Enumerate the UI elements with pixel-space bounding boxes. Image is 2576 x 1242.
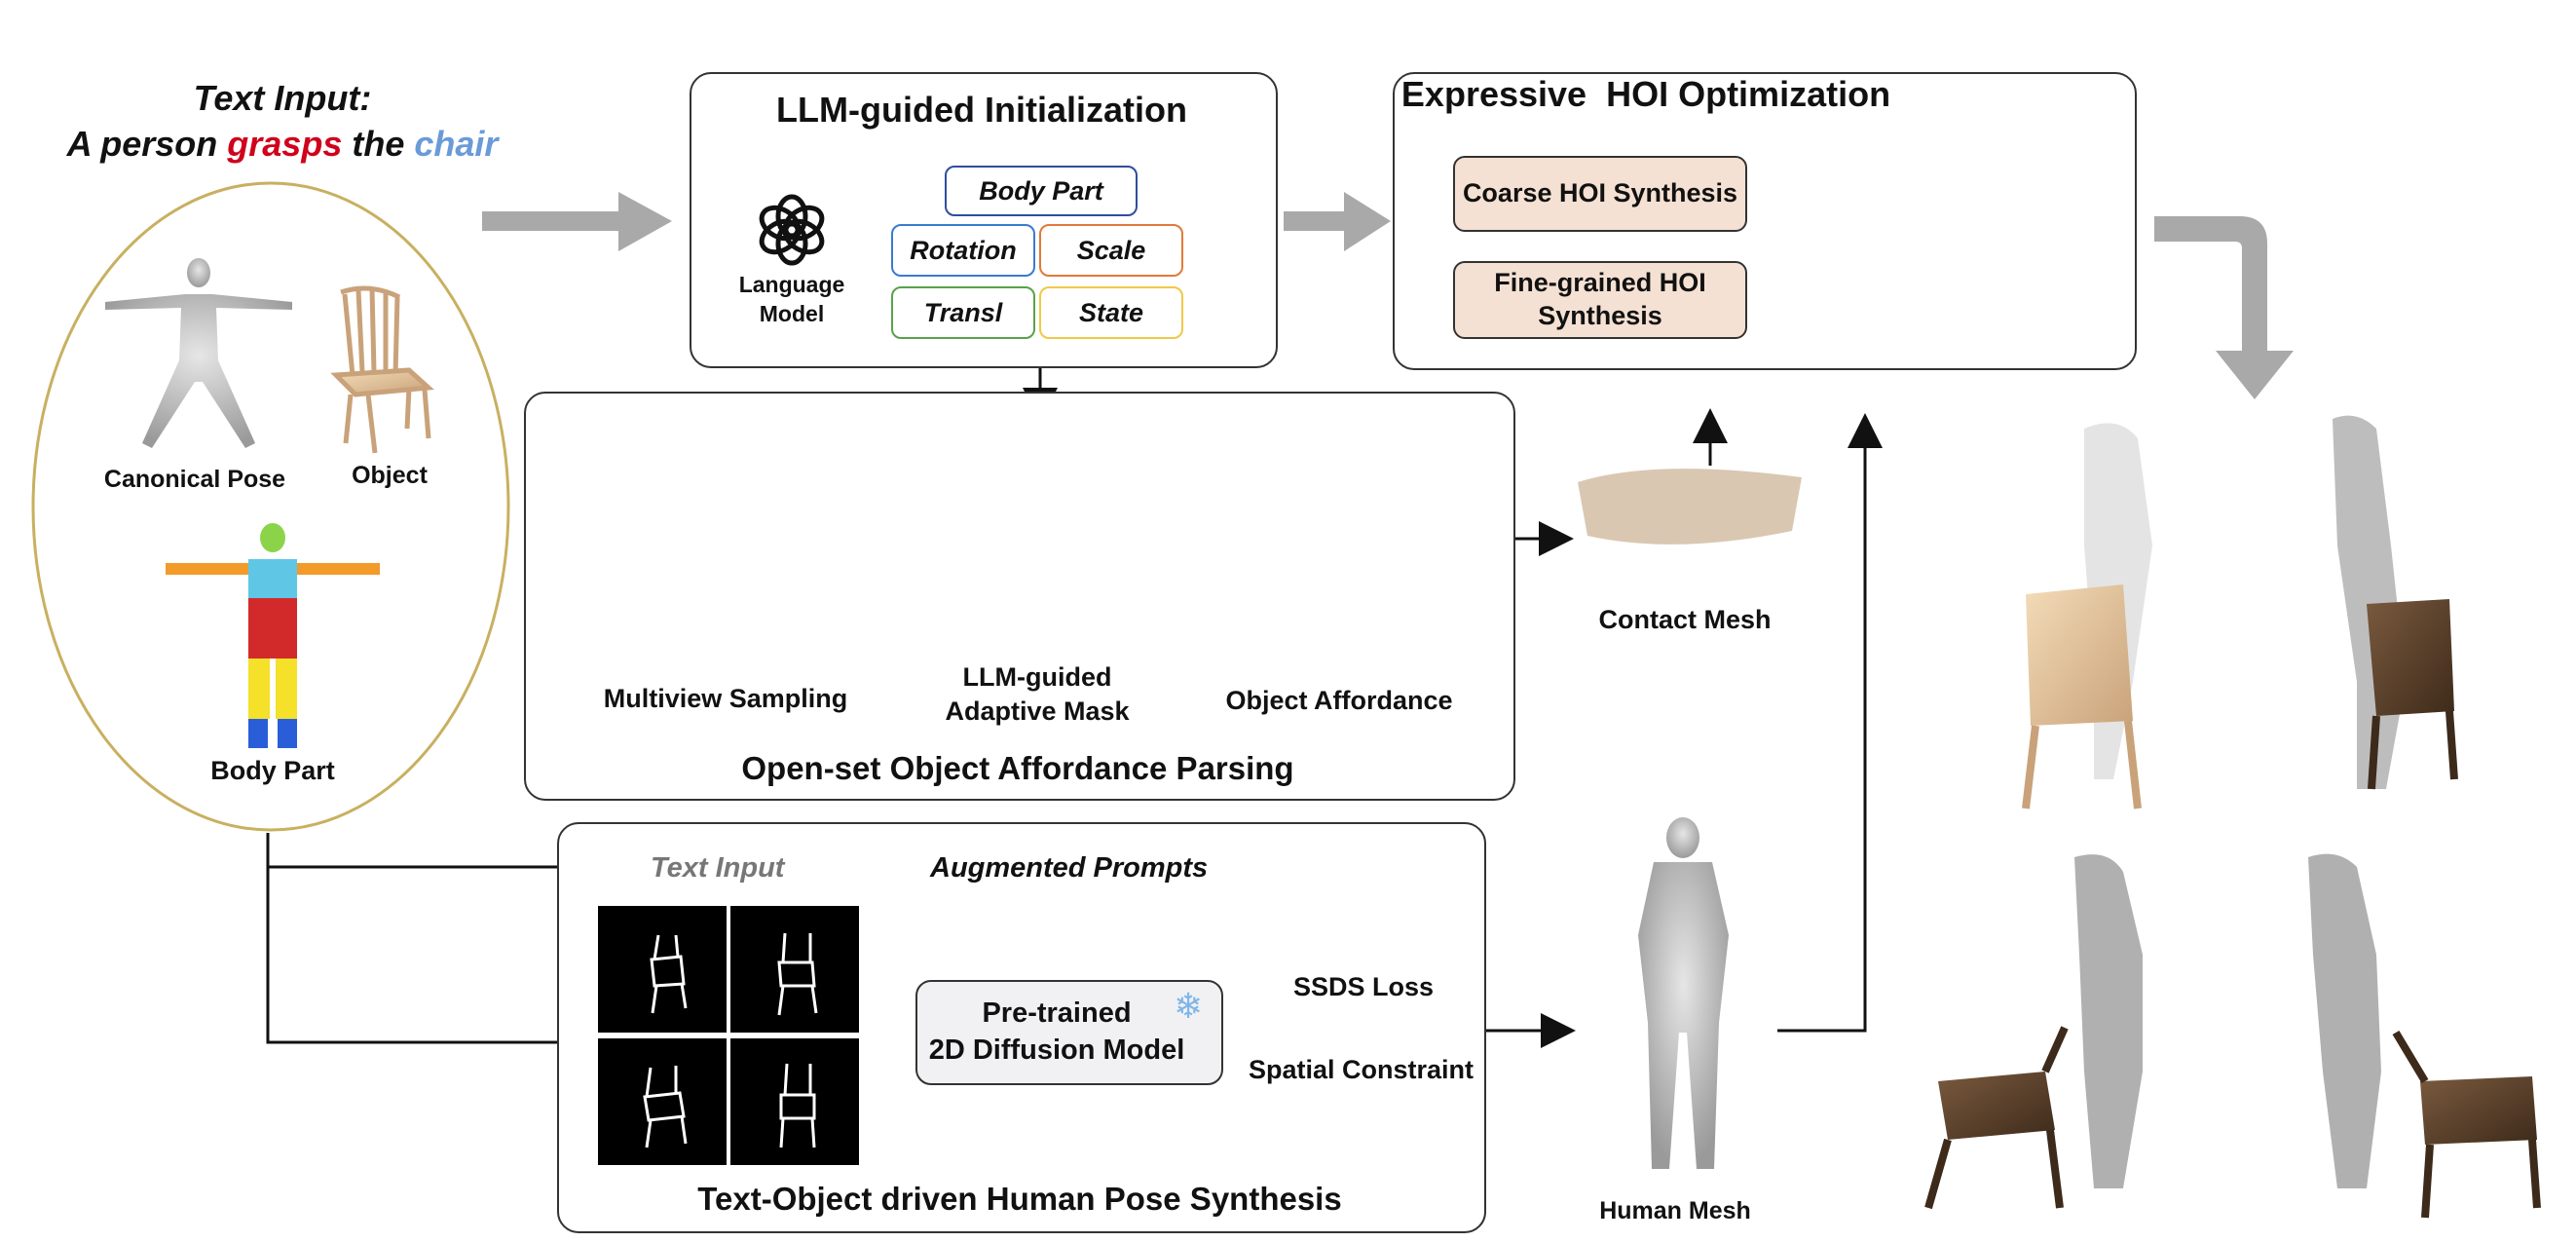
contact-mesh-label: Contact Mesh <box>1598 605 1772 634</box>
diffusion-model-label: Pre-trained 2D Diffusion Model <box>928 997 1185 1066</box>
result-top-right <box>2333 415 2458 790</box>
verb-word: grasps <box>227 123 343 164</box>
input-oval <box>31 181 510 832</box>
canonical-pose-label: Canonical Pose <box>103 466 286 493</box>
render-panel-2 <box>730 906 859 1033</box>
tag-transl: Transl <box>891 286 1035 339</box>
gray-arrow-to-results <box>2154 216 2294 399</box>
contact-mesh-figure <box>1578 469 1802 545</box>
gray-arrow-to-hoi <box>1284 192 1391 251</box>
human-mesh-figure <box>1638 817 1729 1169</box>
text-input-heading: Text Input: A person grasps the chair <box>39 76 526 168</box>
tag-scale: Scale <box>1039 224 1183 277</box>
render-panel-4 <box>730 1038 859 1165</box>
body-part-figure <box>166 523 380 748</box>
sentence-part: the <box>342 123 415 164</box>
text-input-sentence: A person grasps the chair <box>39 122 526 168</box>
render-panel-1 <box>598 906 727 1033</box>
multiview-label: Multiview Sampling <box>603 684 848 713</box>
ssds-loss-label: SSDS Loss <box>1292 972 1435 1001</box>
pose-synth-title: Text-Object driven Human Pose Synthesis <box>697 1181 1342 1217</box>
hoi-opt-title: Expressive HOI Optimization <box>1400 74 1891 114</box>
arrow-human-to-hoi <box>1777 413 1883 1033</box>
openai-knot-icon <box>755 193 829 267</box>
spatial-constraint-label: Spatial Constraint <box>1248 1055 1475 1084</box>
render-panel-3 <box>598 1038 727 1165</box>
result-bottom-left <box>1924 854 2143 1210</box>
text-input-title: Text Input: <box>193 78 372 118</box>
canonical-pose-figure <box>105 258 292 448</box>
object-label: Object <box>352 462 428 489</box>
llm-init-title: LLM-guided Initialization <box>776 90 1187 130</box>
augmented-prompts-label: Augmented Prompts <box>930 852 1209 884</box>
diffusion-model-box <box>915 980 1223 1085</box>
object-chair-figure <box>330 285 434 454</box>
body-part-label: Body Part <box>210 756 335 785</box>
sentence-part: A person <box>66 123 228 164</box>
affordance-label: Object Affordance <box>1225 686 1453 715</box>
adaptive-mask-label: LLM-guided Adaptive Mask <box>945 662 1130 727</box>
result-top-left <box>2022 423 2152 809</box>
gray-arrow-to-init <box>482 192 672 251</box>
tag-state: State <box>1039 286 1183 339</box>
fine-hoi-box: Fine-grained HOI Synthesis <box>1453 261 1747 339</box>
object-word: chair <box>414 123 499 164</box>
language-model-label: Language Model <box>738 272 845 326</box>
snowflake-icon: ❄ <box>1174 986 1204 1026</box>
affordance-box <box>524 392 1515 801</box>
text-input-label: Text Input <box>651 852 785 884</box>
coarse-hoi-box: Coarse HOI Synthesis <box>1453 156 1747 232</box>
tag-rotation: Rotation <box>891 224 1035 277</box>
arrow-oval-to-panels <box>266 867 598 1060</box>
affordance-title: Open-set Object Affordance Parsing <box>741 750 1294 786</box>
result-bottom-right <box>2308 853 2541 1219</box>
tag-body-part: Body Part <box>945 166 1138 216</box>
human-mesh-label: Human Mesh <box>1599 1197 1751 1224</box>
